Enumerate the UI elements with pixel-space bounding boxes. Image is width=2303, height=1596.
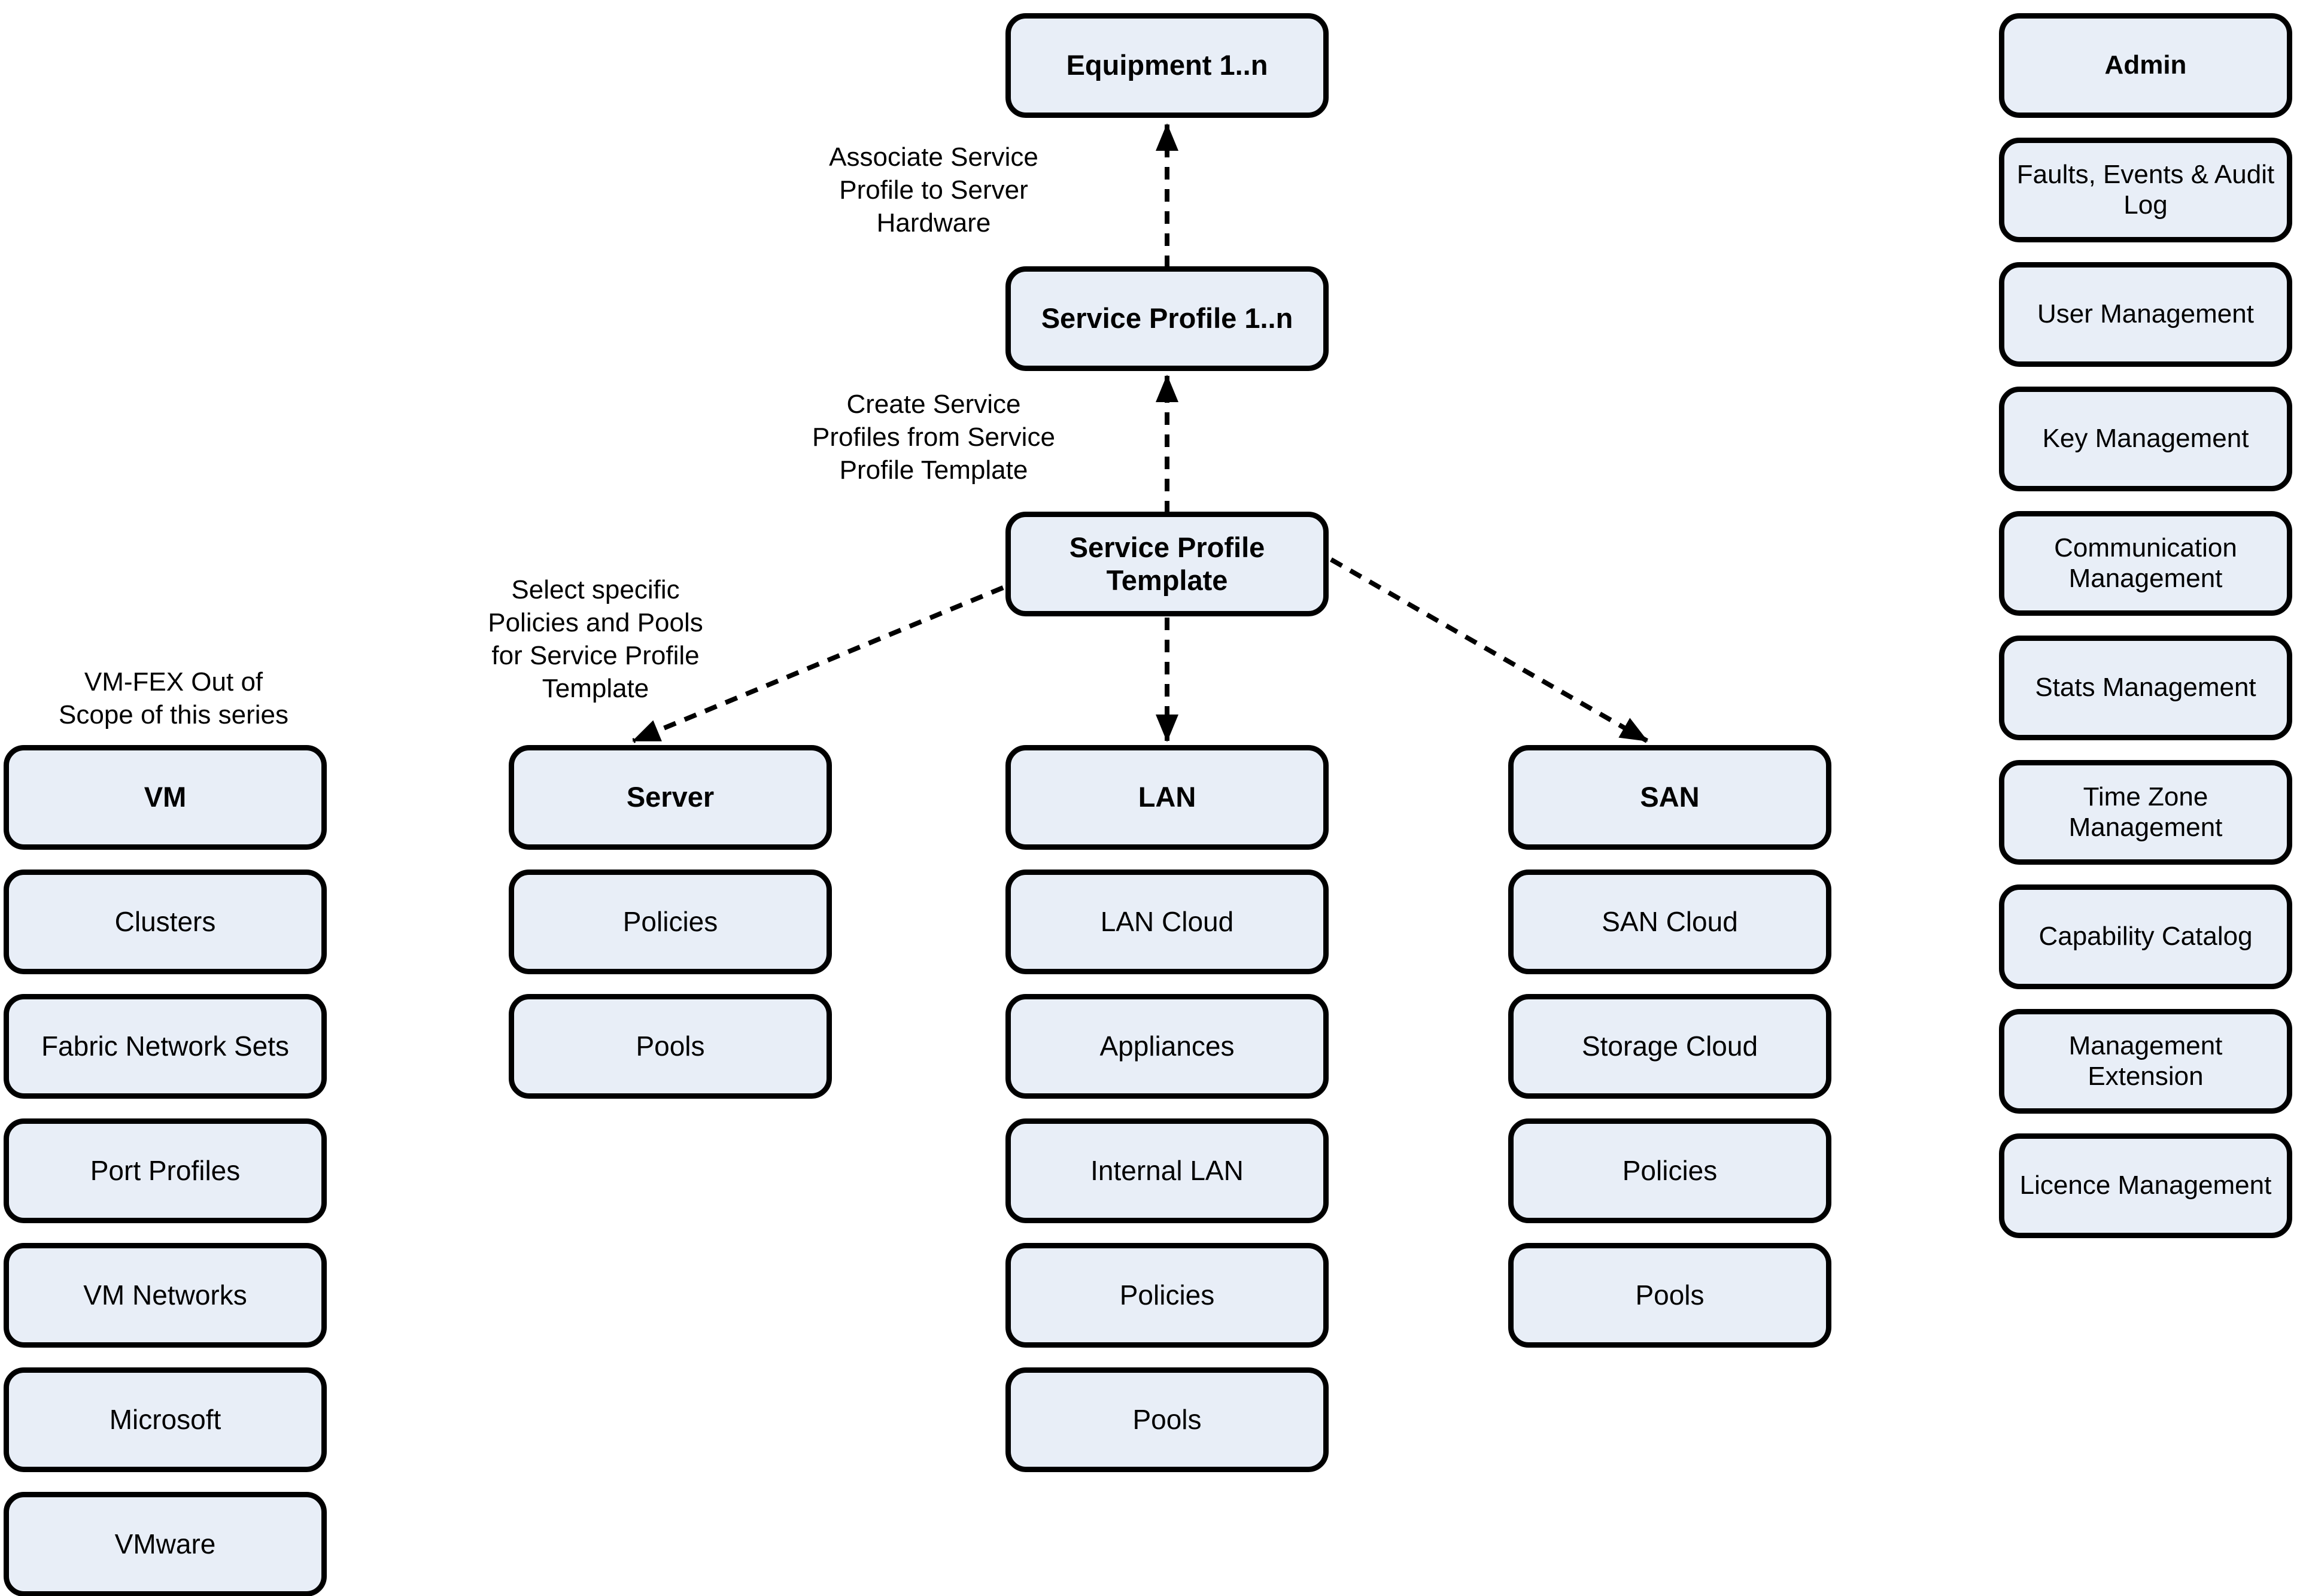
san-item-pools: Pools — [1508, 1243, 1831, 1348]
admin-item-capability-catalog: Capability Catalog — [1999, 884, 2292, 989]
server-item-pools: Pools — [509, 994, 832, 1099]
server-item-policies: Policies — [509, 870, 832, 974]
lan-item-internal-lan: Internal LAN — [1005, 1118, 1329, 1223]
note-create-service-profiles: Create Service Profiles from Service Pro… — [812, 390, 1055, 485]
admin-item-faults-events-audit-log: Faults, Events & Audit Log — [1999, 138, 2292, 242]
vm-item-fabric-network-sets: Fabric Network Sets — [4, 994, 327, 1099]
equipment-box: Equipment 1..n — [1005, 13, 1329, 118]
admin-header-box: Admin — [1999, 13, 2292, 118]
lan-item-lan-cloud: LAN Cloud — [1005, 870, 1329, 974]
note-vmfex-out-of-scope: VM-FEX Out of Scope of this series — [59, 667, 288, 729]
service-profile-template-box: Service Profile Template — [1005, 512, 1329, 616]
note-select-policies-pools: Select specific Policies and Pools for S… — [488, 575, 703, 703]
vm-item-microsoft: Microsoft — [4, 1367, 327, 1472]
vm-header-box: VM — [4, 745, 327, 850]
admin-item-user-management: User Management — [1999, 262, 2292, 367]
vm-item-port-profiles: Port Profiles — [4, 1118, 327, 1223]
lan-header-box: LAN — [1005, 745, 1329, 850]
lan-item-appliances: Appliances — [1005, 994, 1329, 1099]
admin-item-licence-management: Licence Management — [1999, 1133, 2292, 1238]
admin-item-management-extension: Management Extension — [1999, 1009, 2292, 1114]
arrow-template-to-san — [1330, 557, 1648, 743]
san-item-san-cloud: SAN Cloud — [1508, 870, 1831, 974]
admin-item-communication-management: Communication Management — [1999, 511, 2292, 616]
san-item-policies: Policies — [1508, 1118, 1831, 1223]
server-header-box: Server — [509, 745, 832, 850]
lan-item-pools: Pools — [1005, 1367, 1329, 1472]
admin-item-stats-management: Stats Management — [1999, 636, 2292, 740]
lan-item-policies: Policies — [1005, 1243, 1329, 1348]
vm-item-clusters: Clusters — [4, 870, 327, 974]
service-profile-box: Service Profile 1..n — [1005, 266, 1329, 371]
admin-item-key-management: Key Management — [1999, 387, 2292, 491]
vm-item-vm-networks: VM Networks — [4, 1243, 327, 1348]
vm-item-vmware: VMware — [4, 1492, 327, 1596]
note-associate-service-profile: Associate Service Profile to Server Hard… — [829, 142, 1038, 238]
san-item-storage-cloud: Storage Cloud — [1508, 994, 1831, 1099]
san-header-box: SAN — [1508, 745, 1831, 850]
admin-item-time-zone-management: Time Zone Management — [1999, 760, 2292, 865]
